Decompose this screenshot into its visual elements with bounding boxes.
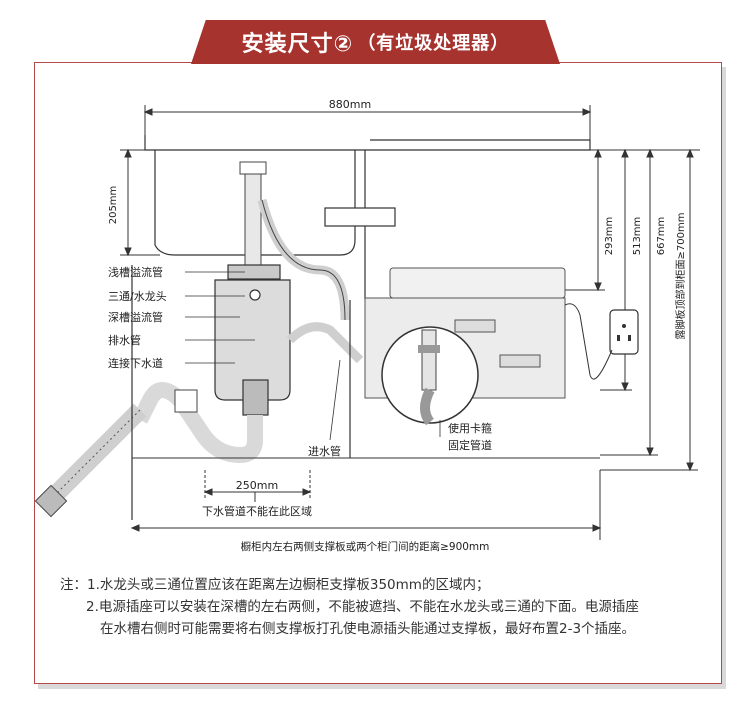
label-shallow-overflow: 浅槽溢流管 bbox=[108, 265, 163, 279]
dim-700-label: 露脚板顶部到柜面≥700mm bbox=[674, 213, 687, 340]
label-no-drain-zone: 下水管道不能在此区域 bbox=[202, 504, 312, 518]
dim-880-label: 880mm bbox=[329, 98, 371, 111]
dim-205 bbox=[120, 148, 160, 257]
label-connect-drain: 连接下水道 bbox=[108, 356, 163, 370]
dim-667-label: 667mm bbox=[656, 217, 667, 256]
label-deep-overflow: 深槽溢流管 bbox=[108, 310, 163, 324]
dim-205-label: 205mm bbox=[108, 186, 119, 225]
clamp-detail-magnifier bbox=[381, 326, 479, 426]
sink-drain-pipe bbox=[239, 161, 267, 268]
label-tee-faucet: 三通/水龙头 bbox=[108, 290, 167, 303]
dim-293-label: 293mm bbox=[604, 217, 615, 256]
sewer-hose bbox=[34, 403, 147, 518]
dim-250-label: 250mm bbox=[236, 479, 278, 492]
label-clamp-2: 固定管道 bbox=[448, 438, 492, 452]
dim-900 bbox=[130, 470, 602, 540]
label-leaders bbox=[185, 271, 441, 441]
power-socket bbox=[564, 303, 639, 380]
note-line-1: 注：1.水龙头或三通位置应该在距离左边橱柜支撑板350mm的区域内； bbox=[60, 577, 490, 593]
title-banner: 安装尺寸② （有垃圾处理器） bbox=[191, 20, 560, 64]
dim-250 bbox=[203, 470, 312, 502]
page-subtitle: （有垃圾处理器） bbox=[357, 33, 510, 54]
label-clamp-1: 使用卡箍 bbox=[448, 421, 492, 435]
label-drain-pipe: 排水管 bbox=[108, 333, 141, 347]
dim-513-label: 513mm bbox=[632, 217, 643, 256]
dim-900-label: 橱柜内左右两侧支撑板或两个柜门间的距离≥900mm bbox=[241, 540, 490, 553]
dim-880 bbox=[143, 105, 592, 140]
note-line-3: 在水槽右侧时可能需要将右侧支撑板打孔使电源插头能通过支撑板，最好布置2-3个插座… bbox=[100, 621, 636, 637]
label-inlet-pipe: 进水管 bbox=[308, 444, 341, 458]
overflow-hoses bbox=[257, 198, 364, 364]
note-line-2: 2.电源插座可以安装在深槽的左右两侧，不能被遮挡、不能在水龙头或三通的下面。电源… bbox=[86, 599, 639, 615]
drain-trap bbox=[132, 382, 263, 464]
page-title: 安装尺寸② bbox=[241, 32, 354, 57]
installation-notes: 注：1.水龙头或三通位置应该在距离左边橱柜支撑板350mm的区域内； 2.电源插… bbox=[60, 574, 710, 640]
